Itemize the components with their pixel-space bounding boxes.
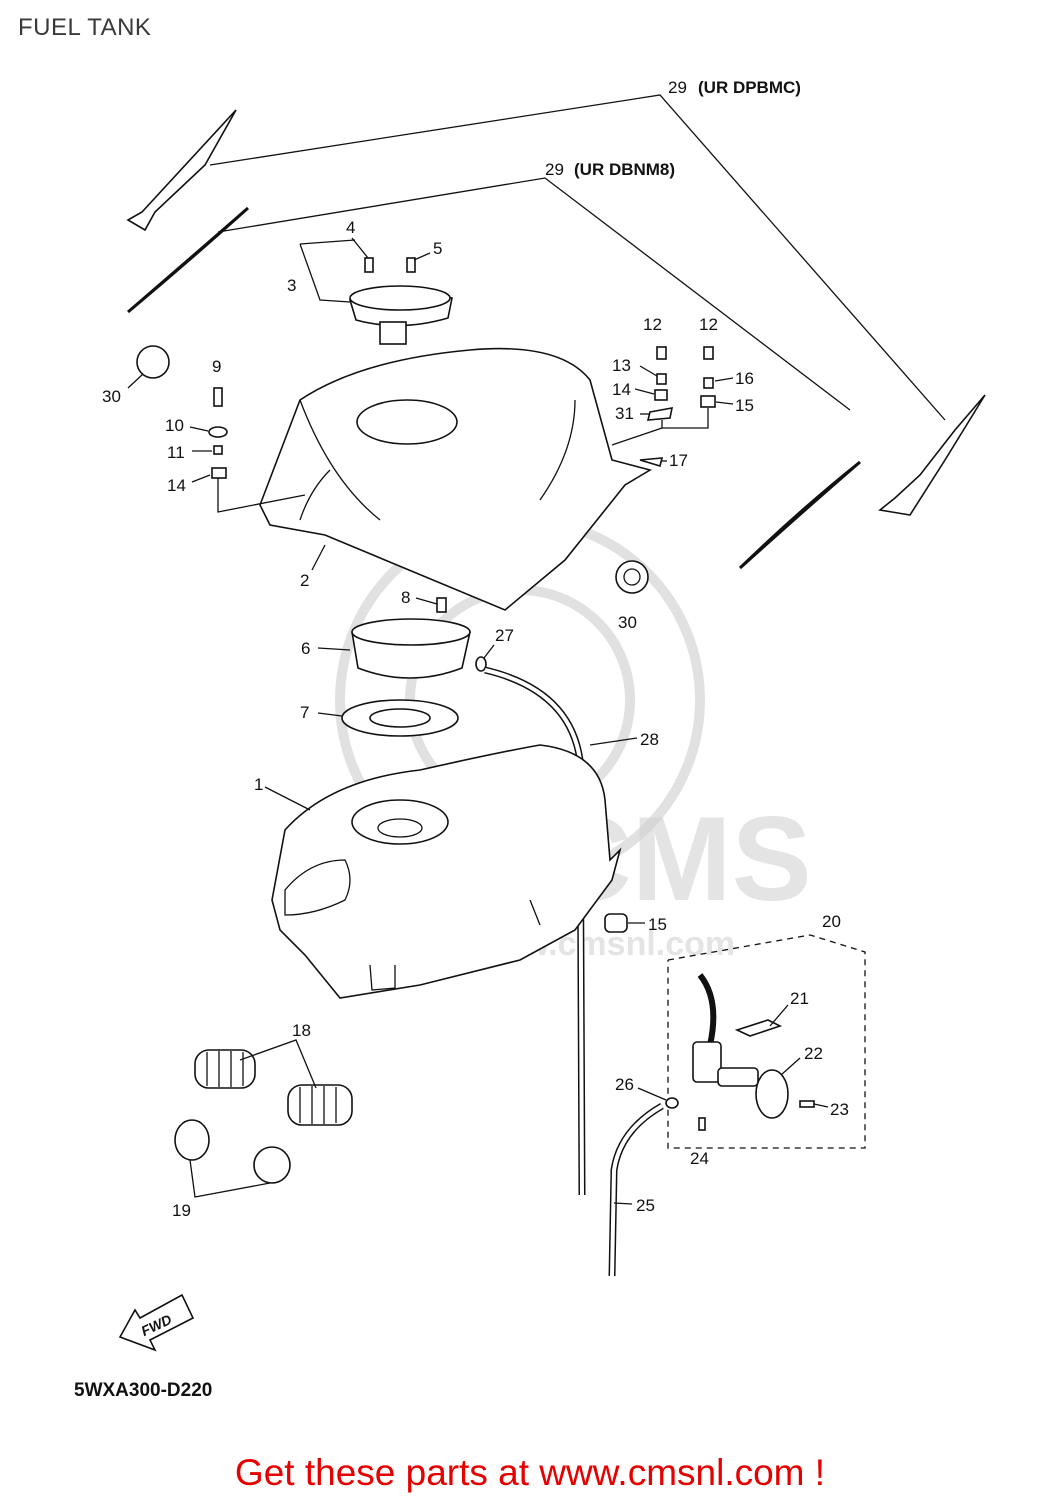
decal-stripe-right-lower (738, 460, 861, 570)
callout-30-b: 30 (618, 613, 637, 632)
grommet-part-15-a (700, 395, 716, 408)
callout-26: 26 (615, 1075, 634, 1094)
fuel-cock-valve (692, 973, 759, 1087)
callout-9: 9 (212, 357, 221, 376)
reference-code: 5WXA300-D220 (74, 1380, 213, 1401)
callout-2: 2 (300, 571, 309, 590)
decal-stripe-right-upper (878, 394, 986, 516)
callout-22: 22 (804, 1044, 823, 1063)
emblem-part-30-b (615, 560, 649, 594)
callout-29-a-code: (UR DPBMC) (698, 78, 801, 97)
clamp-part-19-b (253, 1146, 291, 1184)
callout-15-b: 15 (648, 915, 667, 934)
callout-20: 20 (822, 912, 841, 931)
screw-part-24 (698, 1117, 706, 1131)
callout-23: 23 (830, 1100, 849, 1119)
callout-14-b: 14 (612, 380, 631, 399)
decal-stripe-left-lower (127, 206, 250, 314)
callout-24: 24 (690, 1149, 709, 1168)
collar-part-13 (656, 373, 667, 385)
grommet-part-15-b (604, 913, 628, 933)
callout-30-a: 30 (102, 387, 121, 406)
callout-3: 3 (287, 276, 296, 295)
decal-leader-lines (209, 94, 946, 421)
bolt-part-12-b (703, 346, 714, 360)
fuel-tank-part-1 (271, 744, 622, 999)
bolt-part-12-a (656, 346, 667, 360)
callout-1: 1 (254, 775, 263, 794)
callout-12-b: 12 (699, 315, 718, 334)
decal-stripe-left-upper (126, 109, 237, 232)
callout-19: 19 (172, 1201, 191, 1220)
spring-boot-part-18-a (194, 1049, 256, 1089)
tank-cover-part-2 (259, 347, 653, 611)
callout-4: 4 (346, 218, 355, 237)
bolt-part-9 (213, 387, 223, 407)
bolt-part-4 (364, 257, 374, 273)
callout-15-a: 15 (735, 396, 754, 415)
washer-part-10 (208, 426, 228, 438)
callout-28: 28 (640, 730, 659, 749)
callout-6: 6 (301, 639, 310, 658)
screw-part-23 (799, 1100, 815, 1108)
fwd-arrow-icon: FWD (118, 1293, 195, 1352)
callout-12-a: 12 (643, 315, 662, 334)
callout-7: 7 (300, 703, 309, 722)
callout-31: 31 (615, 404, 634, 423)
callout-10: 10 (165, 416, 184, 435)
clip-part-27 (475, 656, 487, 672)
callout-25: 25 (636, 1196, 655, 1215)
ring-part-6 (351, 618, 471, 679)
gasket-part-21 (734, 1019, 783, 1037)
callout-13: 13 (612, 356, 631, 375)
knob-part-22 (755, 1069, 789, 1119)
collar-part-11 (213, 445, 223, 455)
callout-18: 18 (292, 1021, 311, 1040)
collar-part-16 (703, 377, 714, 389)
callout-14-a: 14 (167, 476, 186, 495)
callout-21: 21 (790, 989, 809, 1008)
callout-29-a-number: 29 (668, 78, 687, 97)
filler-cap-part-3 (349, 285, 453, 345)
emblem-part-30-a (136, 345, 170, 379)
page-title: FUEL TANK (18, 14, 152, 41)
gasket-part-7 (341, 699, 459, 737)
bracket-part-17 (639, 457, 664, 468)
clamp-part-19-a (174, 1119, 210, 1161)
grommet-part-14-a (211, 467, 227, 479)
callout-17: 17 (669, 451, 688, 470)
callout-8: 8 (401, 588, 410, 607)
plate-part-31 (646, 407, 674, 421)
callout-11: 11 (167, 443, 185, 462)
fuel-cock-assembly-box-part-20 (667, 934, 866, 1149)
screw-part-8 (436, 597, 447, 613)
hose-part-28 (484, 666, 586, 1196)
callout-16: 16 (735, 369, 754, 388)
bolt-part-5 (406, 257, 416, 273)
clip-part-26 (665, 1097, 679, 1109)
callout-27: 27 (495, 626, 514, 645)
callout-5: 5 (433, 239, 442, 258)
grommet-part-14-b (654, 389, 668, 401)
spring-boot-part-18-b (287, 1084, 353, 1126)
promo-link[interactable]: Get these parts at www.cmsnl.com ! (234, 1452, 826, 1493)
callout-29-b-number: 29 (545, 160, 564, 179)
hose-part-25 (608, 1102, 664, 1277)
callout-29-b-code: (UR DBNM8) (574, 160, 675, 179)
